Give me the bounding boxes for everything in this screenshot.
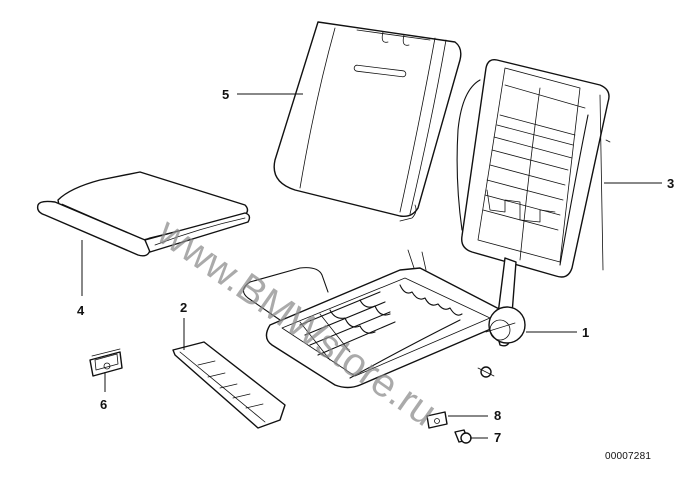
- part-3-backrest-frame[interactable]: [456, 58, 611, 278]
- callout-6[interactable]: 6: [100, 397, 108, 412]
- part-8-clip[interactable]: [426, 411, 448, 429]
- part-5-backrest-upholstery[interactable]: [273, 21, 462, 222]
- part-1-seat-base-frame[interactable]: [242, 249, 526, 389]
- callout-3[interactable]: 3: [667, 176, 675, 191]
- part-7-screw[interactable]: [454, 429, 472, 444]
- part-4-seat-cushion[interactable]: [36, 171, 251, 257]
- callout-5[interactable]: 5: [222, 87, 230, 102]
- document-number: 00007281: [605, 451, 652, 462]
- callout-8[interactable]: 8: [494, 408, 502, 423]
- part-2-trim-strip[interactable]: [172, 341, 286, 429]
- callout-2[interactable]: 2: [180, 300, 188, 315]
- callout-1[interactable]: 1: [582, 325, 590, 340]
- part-6-clip-nut[interactable]: [89, 348, 123, 377]
- callout-4[interactable]: 4: [77, 303, 85, 318]
- callout-7[interactable]: 7: [494, 430, 502, 445]
